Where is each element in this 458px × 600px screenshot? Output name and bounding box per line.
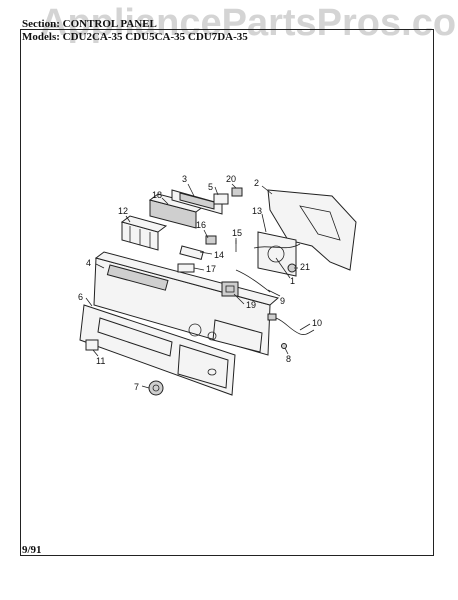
callout-21: 21 [300, 262, 310, 272]
callout-5: 5 [208, 182, 213, 192]
part-13-timer[interactable] [257, 231, 297, 277]
callout-10: 10 [312, 318, 322, 328]
part-1-wire-harness[interactable] [253, 243, 301, 249]
part-19-switch[interactable] [221, 281, 239, 297]
callout-7: 7 [134, 382, 139, 392]
callout-15: 15 [232, 228, 242, 238]
callout-13: 13 [252, 206, 262, 216]
callout-6: 6 [78, 292, 83, 302]
callout-1: 1 [290, 276, 295, 286]
callout-18: 18 [152, 190, 162, 200]
callout-16: 16 [196, 220, 206, 230]
watermark: AppliancePartsPros.com [40, 2, 458, 44]
part-5-bracket[interactable] [213, 193, 229, 205]
part-6-front-panel[interactable] [79, 304, 236, 396]
part-10-wire-lead[interactable] [267, 313, 315, 335]
part-3-lens[interactable] [171, 189, 223, 215]
callout-19: 19 [246, 300, 256, 310]
section-label: Section: CONTROL PANEL [22, 18, 157, 30]
part-11-button[interactable] [85, 339, 99, 351]
part-18-switch-assembly[interactable] [148, 193, 206, 229]
part-20-clip[interactable] [231, 187, 243, 197]
part-12-switch-block[interactable] [120, 215, 168, 251]
callout-9: 9 [280, 296, 285, 306]
revision-date: 9/91 [22, 544, 42, 556]
callout-8: 8 [286, 354, 291, 364]
part-17-pad[interactable] [177, 263, 195, 273]
part-8-screw[interactable] [281, 343, 287, 349]
part-2-rear-bracket[interactable] [267, 189, 357, 271]
leader-lines [85, 183, 311, 389]
callout-17: 17 [206, 264, 216, 274]
callout-3: 3 [182, 174, 187, 184]
callout-14: 14 [214, 250, 224, 260]
part-7-knob[interactable] [148, 380, 164, 396]
callout-2: 2 [254, 178, 259, 188]
models-label: Models: CDU2CA-35 CDU5CA-35 CDU7DA-35 [22, 31, 248, 43]
callout-4: 4 [86, 258, 91, 268]
callout-11: 11 [96, 356, 105, 366]
part-14-spring[interactable] [179, 245, 204, 261]
callout-20: 20 [226, 174, 236, 184]
callout-12: 12 [118, 206, 128, 216]
part-16-contact[interactable] [205, 235, 217, 245]
diagram-frame [20, 29, 434, 556]
